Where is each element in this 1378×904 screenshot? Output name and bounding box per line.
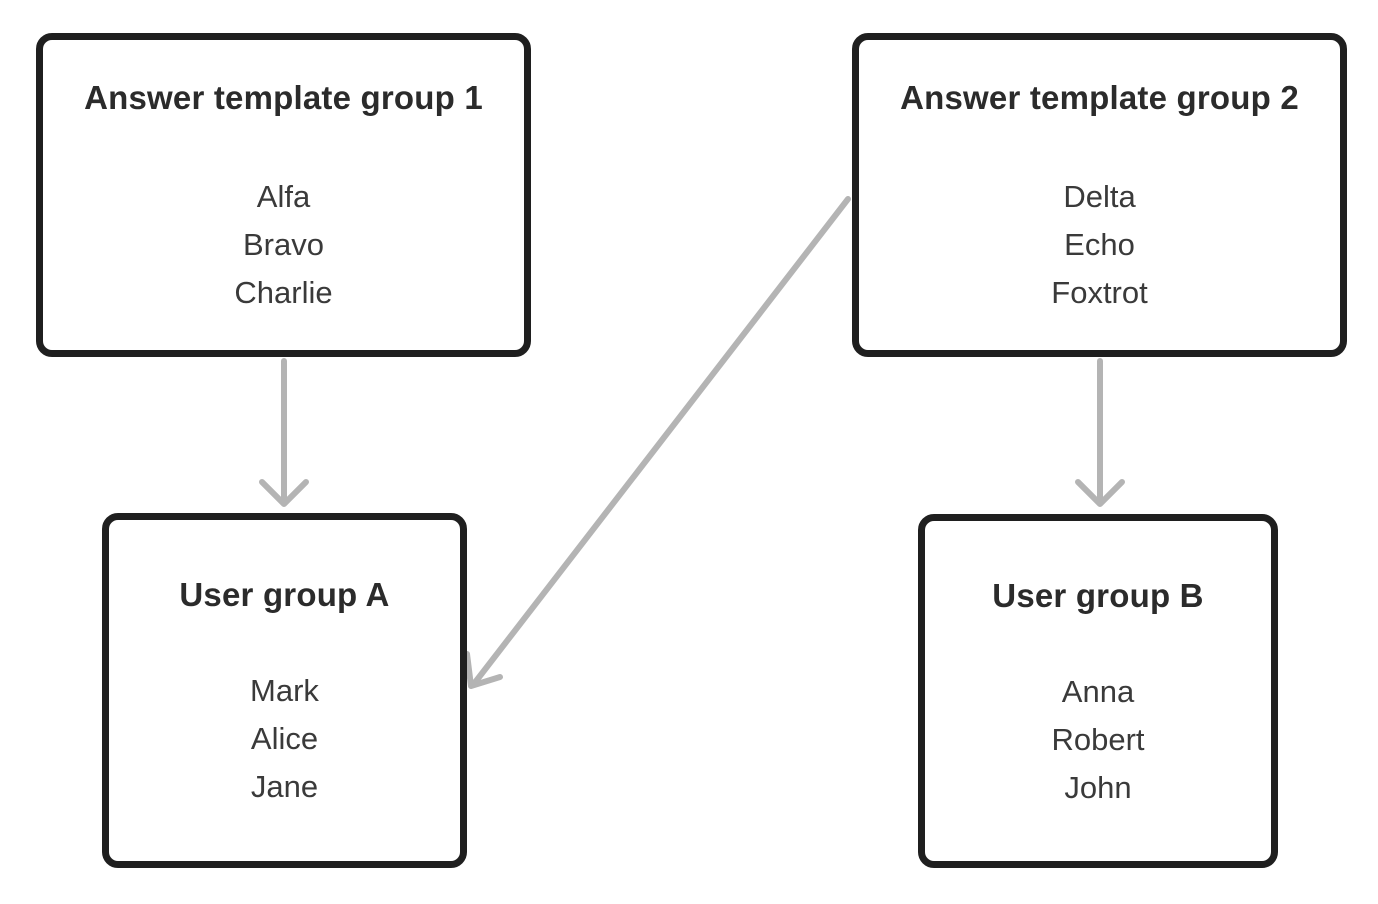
node-item: Alice (250, 721, 319, 756)
node-item-list: Alfa Bravo Charlie (234, 173, 332, 317)
node-title: User group B (992, 577, 1204, 614)
edge-template2-to-userA (464, 196, 851, 689)
node-item: Charlie (234, 275, 333, 310)
node-user-group-b: User group B Anna Robert John (918, 514, 1278, 868)
node-answer-template-group-2: Answer template group 2 Delta Echo Foxtr… (852, 33, 1347, 357)
node-item: John (1064, 770, 1132, 805)
node-item-list: Anna Robert John (1051, 668, 1144, 812)
node-title: User group A (179, 576, 390, 613)
node-item: Bravo (243, 227, 324, 262)
edge-line (470, 196, 851, 688)
node-item: Anna (1061, 674, 1135, 709)
node-item: Foxtrot (1051, 275, 1148, 310)
arrowhead-down-icon (259, 479, 309, 507)
node-item: Delta (1063, 179, 1136, 214)
node-item-list: Delta Echo Foxtrot (1051, 173, 1147, 317)
arrowhead-down-left-icon (464, 651, 503, 689)
node-title: Answer template group 1 (84, 79, 483, 116)
node-item-list: Mark Alice Jane (250, 667, 319, 811)
node-item: Alfa (256, 179, 311, 214)
edge-template2-to-userB (1075, 358, 1125, 507)
node-answer-template-group-1: Answer template group 1 Alfa Bravo Charl… (36, 33, 531, 357)
node-item: Robert (1051, 722, 1145, 757)
arrowhead-down-icon (1075, 479, 1125, 507)
node-item: Echo (1064, 227, 1135, 262)
node-item: Jane (250, 769, 319, 804)
node-item: Mark (250, 673, 319, 708)
node-title: Answer template group 2 (900, 79, 1299, 116)
node-user-group-a: User group A Mark Alice Jane (102, 513, 467, 868)
edge-template1-to-userA (259, 358, 309, 507)
